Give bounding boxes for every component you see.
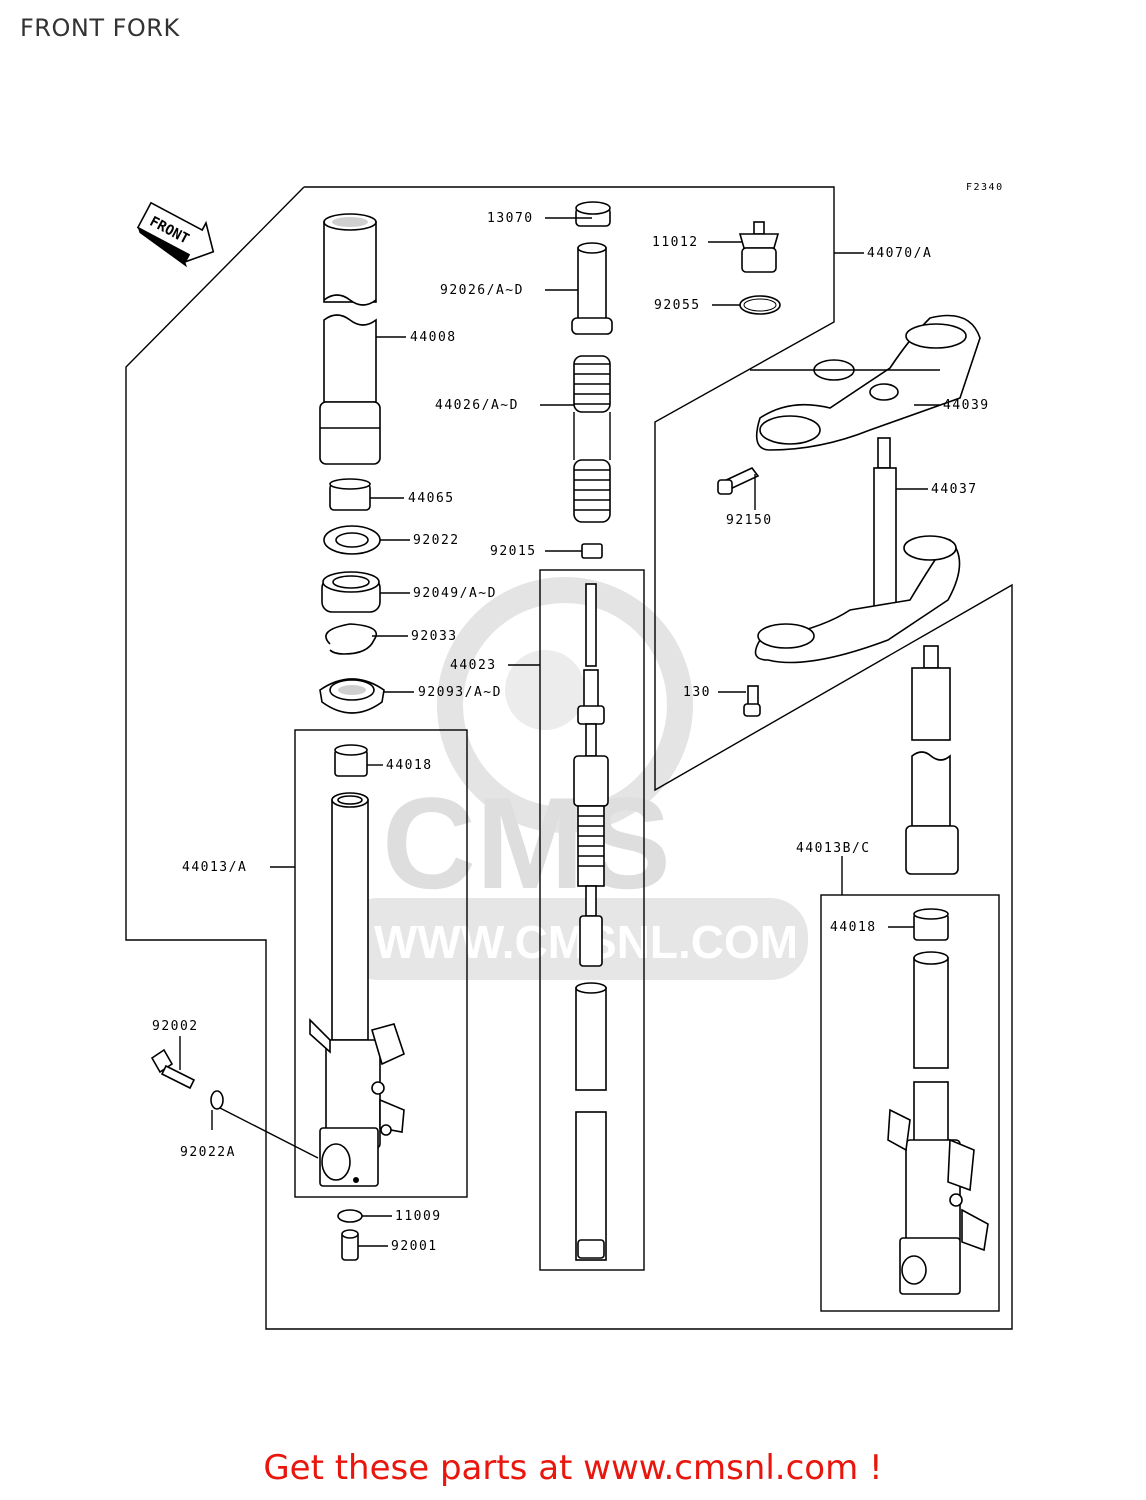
parts-diagram: CMS WWW.CMSNL.COM FRONT F2340 [125, 182, 1013, 1330]
label-44018-left: 44018 [386, 758, 433, 773]
label-92026: 92026/A~D [440, 283, 524, 298]
o-ring-92055 [739, 295, 781, 315]
oil-seal-92049 [321, 571, 381, 613]
cap-bolt-11012 [738, 221, 780, 273]
label-13070: 13070 [487, 211, 534, 226]
circlip-92033 [325, 623, 378, 655]
label-92002: 92002 [152, 1019, 199, 1034]
label-44065: 44065 [408, 491, 455, 506]
label-92093: 92093/A~D [418, 685, 502, 700]
washer-92022 [323, 525, 381, 555]
label-44037: 44037 [931, 482, 978, 497]
label-130: 130 [683, 685, 711, 700]
bolt-92150 [717, 467, 760, 495]
label-92055: 92055 [654, 298, 701, 313]
inner-tube [319, 213, 381, 465]
page-title: FRONT FORK [20, 14, 180, 42]
label-44039: 44039 [943, 398, 990, 413]
figure-code: F2340 [966, 182, 1004, 193]
washer-11009 [337, 1209, 363, 1223]
label-11012: 11012 [652, 235, 699, 250]
bolt-92001 [341, 1229, 359, 1261]
washer-92022a [210, 1090, 224, 1110]
leader-lines [179, 217, 940, 1247]
label-92001: 92001 [391, 1239, 438, 1254]
outer-tube-box-left [294, 729, 468, 1198]
label-44013bc: 44013B/C [796, 841, 871, 856]
upper-bracket-44039 [755, 314, 981, 451]
cartridge-box [539, 569, 645, 1271]
watermark-brand: CMS [382, 770, 671, 916]
spring-44026 [573, 355, 611, 523]
outer-tube-right [887, 951, 989, 1295]
part-labels: 13070 92026/A~D 44008 44026/A~D 44065 92… [152, 211, 990, 1254]
label-92049: 92049/A~D [413, 586, 497, 601]
spacer-92026 [571, 242, 613, 335]
bolt-130 [743, 685, 761, 717]
bushing-44018-left [334, 744, 368, 777]
nut-92015 [581, 543, 603, 559]
label-44008: 44008 [410, 330, 457, 345]
label-11009: 11009 [395, 1209, 442, 1224]
assembly-outline [125, 186, 1013, 1330]
outer-tube-left [309, 792, 405, 1187]
bushing-44018-right [913, 908, 949, 941]
promo-link[interactable]: Get these parts at www.cmsnl.com ! [263, 1448, 883, 1488]
label-44026: 44026/A~D [435, 398, 519, 413]
outer-tube-box-right [820, 894, 1000, 1312]
inner-tube-right [905, 645, 959, 875]
bolt-92002 [150, 1048, 196, 1090]
label-92033: 92033 [411, 629, 458, 644]
label-92022: 92022 [413, 533, 460, 548]
bushing-44065 [329, 478, 371, 511]
front-arrow-icon: FRONT [136, 201, 215, 268]
label-92022a: 92022A [180, 1145, 236, 1160]
lower-bracket [754, 535, 961, 664]
label-44013: 44013/A [182, 860, 247, 875]
stem-44037 [863, 437, 909, 627]
label-44023: 44023 [450, 658, 497, 673]
label-44018-right: 44018 [830, 920, 877, 935]
collar-13070 [575, 201, 611, 227]
dust-seal-92093 [319, 678, 385, 714]
label-92015: 92015 [490, 544, 537, 559]
label-44070: 44070/A [867, 246, 932, 261]
label-92150: 92150 [726, 513, 773, 528]
cartridge-44023 [573, 583, 609, 1261]
